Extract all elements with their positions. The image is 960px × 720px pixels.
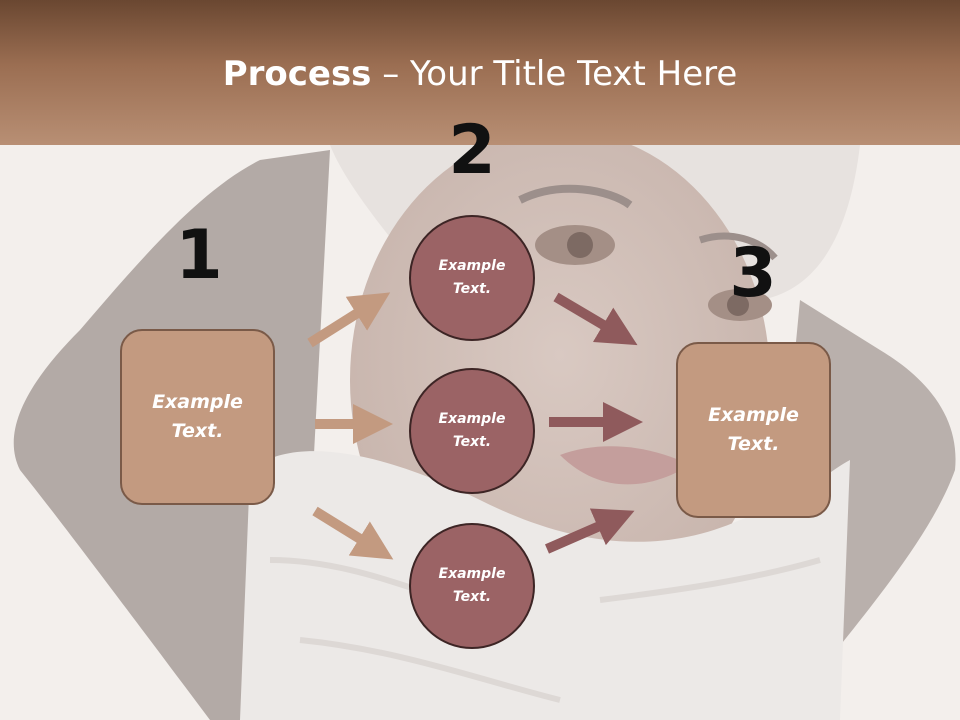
circle-bottom[interactable]: Example Text. [409, 523, 535, 649]
step-number-2: 2 [448, 111, 496, 190]
circle-top-text: Example Text. [438, 258, 506, 297]
circle-top[interactable]: Example Text. [409, 215, 535, 341]
step-number-3: 3 [729, 234, 777, 313]
arrow-to-top-circle [307, 292, 391, 348]
circle-bottom-text: Example Text. [438, 566, 506, 605]
circle-middle[interactable]: Example Text. [409, 368, 535, 494]
step-3-box[interactable]: Example Text. [676, 342, 831, 518]
title-rest: – Your Title Text Here [371, 54, 738, 94]
step-number-1: 1 [175, 216, 223, 295]
title-bar [0, 0, 960, 145]
arrow-to-bottom-circle [312, 506, 394, 560]
arrow-from-bottom-circle [544, 508, 635, 554]
step-1-box[interactable]: Example Text. [120, 329, 275, 505]
slide-title: Process – Your Title Text Here [0, 54, 960, 94]
step-1-text: Example Text. [152, 391, 243, 442]
arrow-from-top-circle [553, 292, 638, 346]
step-3-text: Example Text. [708, 404, 799, 455]
title-bold: Process [222, 54, 372, 94]
circle-middle-text: Example Text. [438, 411, 506, 450]
